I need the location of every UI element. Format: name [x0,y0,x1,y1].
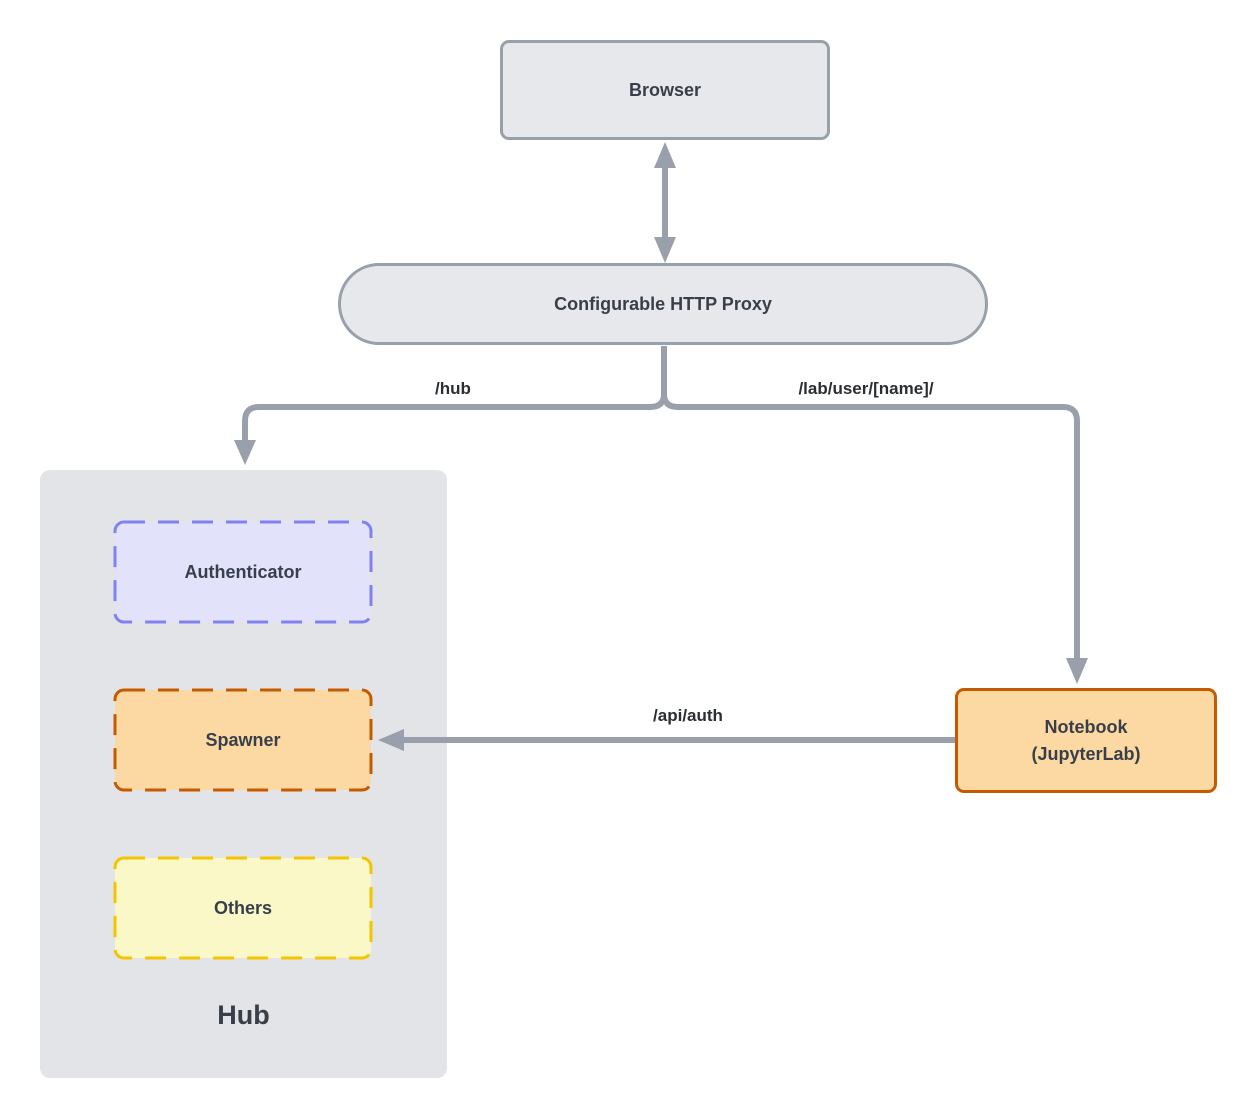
proxy-label: Configurable HTTP Proxy [554,293,772,314]
notebook-label: Notebook (JupyterLab) [1031,714,1140,766]
others-dashed-border [113,856,373,960]
spawner-label: Spawner [205,729,281,750]
spawner-dashed-border [113,688,373,792]
others-label: Others [213,897,273,918]
notebook-label-line1: Notebook [1044,717,1128,738]
edge-label-lab-user-name: /lab/user/[name]/ [798,379,934,398]
notebook-node: Notebook (JupyterLab) [955,688,1217,793]
hub-group-label: Hub [217,1000,270,1030]
browser-node: Browser [500,40,830,140]
proxy-node: Configurable HTTP Proxy [338,263,988,345]
authenticator-dashed-border [113,520,373,624]
edge-label-hub: /hub [435,379,471,398]
edge-proxy-notebook-arrow [661,393,1088,684]
edge-notebook-spawner-arrow [378,729,955,751]
others-node: Others [113,856,373,960]
spawner-node: Spawner [113,688,373,792]
browser-label: Browser [628,79,702,100]
edge-browser-proxy-arrow [654,142,676,263]
authenticator-node: Authenticator [113,520,373,624]
edge-proxy-hub-arrow [234,393,667,465]
notebook-label-line2: (JupyterLab) [1031,743,1141,764]
authenticator-label: Authenticator [184,561,302,582]
edge-label-api-auth: /api/auth [653,706,723,725]
